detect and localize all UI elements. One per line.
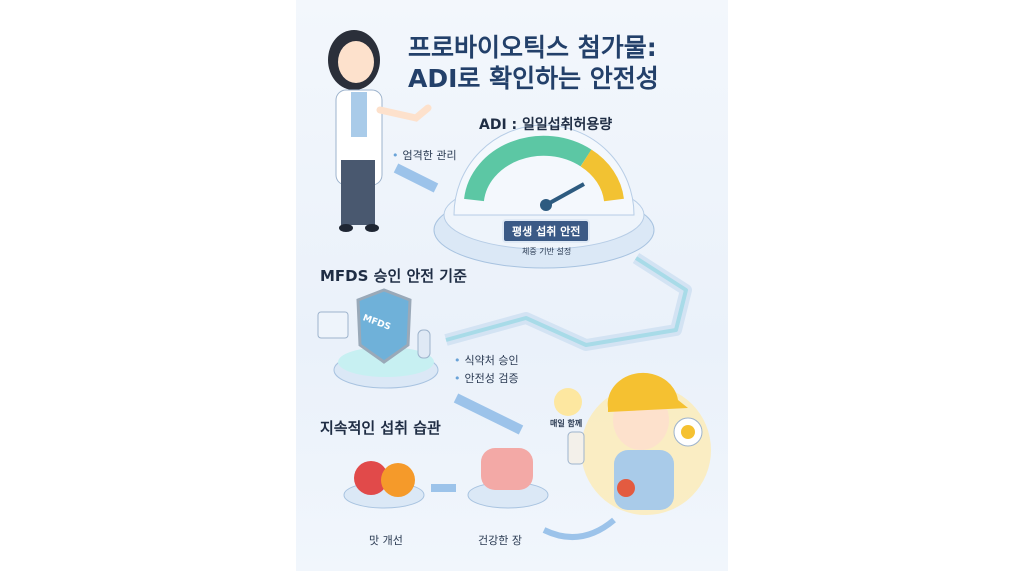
- infographic-panel: 프로바이오틱스 첨가물: ADI로 확인하는 안전성 ADI : 일일섭취허용량…: [296, 0, 728, 571]
- adi-note: 엄격한 관리: [392, 147, 457, 163]
- gauge-needle: [545, 182, 585, 207]
- step-label-gut: 건강한 장: [478, 534, 522, 547]
- intestine-illustration: [467, 448, 549, 509]
- mfds-platform: [317, 288, 439, 389]
- shield-icon: [356, 288, 412, 364]
- calendar-label: 매일 함께: [550, 419, 583, 428]
- adi-heading: ADI : 일일섭취허용량: [479, 117, 613, 133]
- step-label-taste: 맛 개선: [369, 534, 403, 547]
- mfds-bullet-2: 안전성 검증: [454, 370, 519, 386]
- mfds-heading: MFDS 승인 안전 기준: [320, 267, 467, 285]
- calendar-icon: [554, 388, 582, 416]
- arrow-icon: [453, 393, 524, 435]
- page-title-line1: 프로바이오틱스 첨가물:: [408, 33, 657, 62]
- stamp-icon: [417, 329, 431, 359]
- doctor-illustration: [328, 30, 432, 232]
- bottle-icon: [567, 431, 585, 465]
- page-title-line2: ADI로 확인하는 안전성: [408, 64, 659, 93]
- gauge-sub: 체중 기반 설정: [522, 247, 572, 256]
- gauge-label: 평생 섭취 안전: [502, 219, 591, 243]
- arrow-icon: [542, 517, 616, 540]
- habit-heading: 지속적인 섭취 습관: [320, 419, 441, 437]
- fruit-illustration: [343, 461, 425, 509]
- mfds-bullet-1: 식약처 승인: [454, 352, 519, 368]
- boy-illustration: [554, 372, 711, 515]
- id-card-icon: [317, 311, 349, 339]
- arrow-icon: [393, 163, 439, 193]
